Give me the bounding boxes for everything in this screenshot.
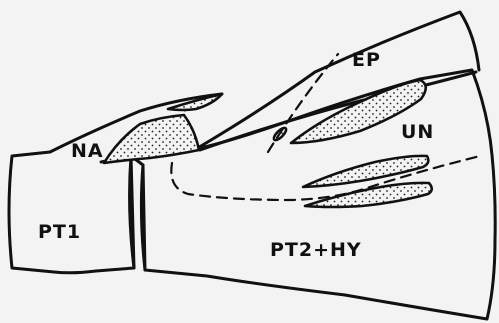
label-un: UN xyxy=(401,121,434,143)
label-na: NA xyxy=(71,140,104,162)
un-outline xyxy=(200,72,476,150)
label-ep: EP xyxy=(352,49,381,71)
label-pt1: PT1 xyxy=(38,221,81,243)
label-pt2hy: PT2+HY xyxy=(270,239,362,261)
na-cartilage xyxy=(104,115,199,163)
pt1-outline xyxy=(9,152,134,273)
